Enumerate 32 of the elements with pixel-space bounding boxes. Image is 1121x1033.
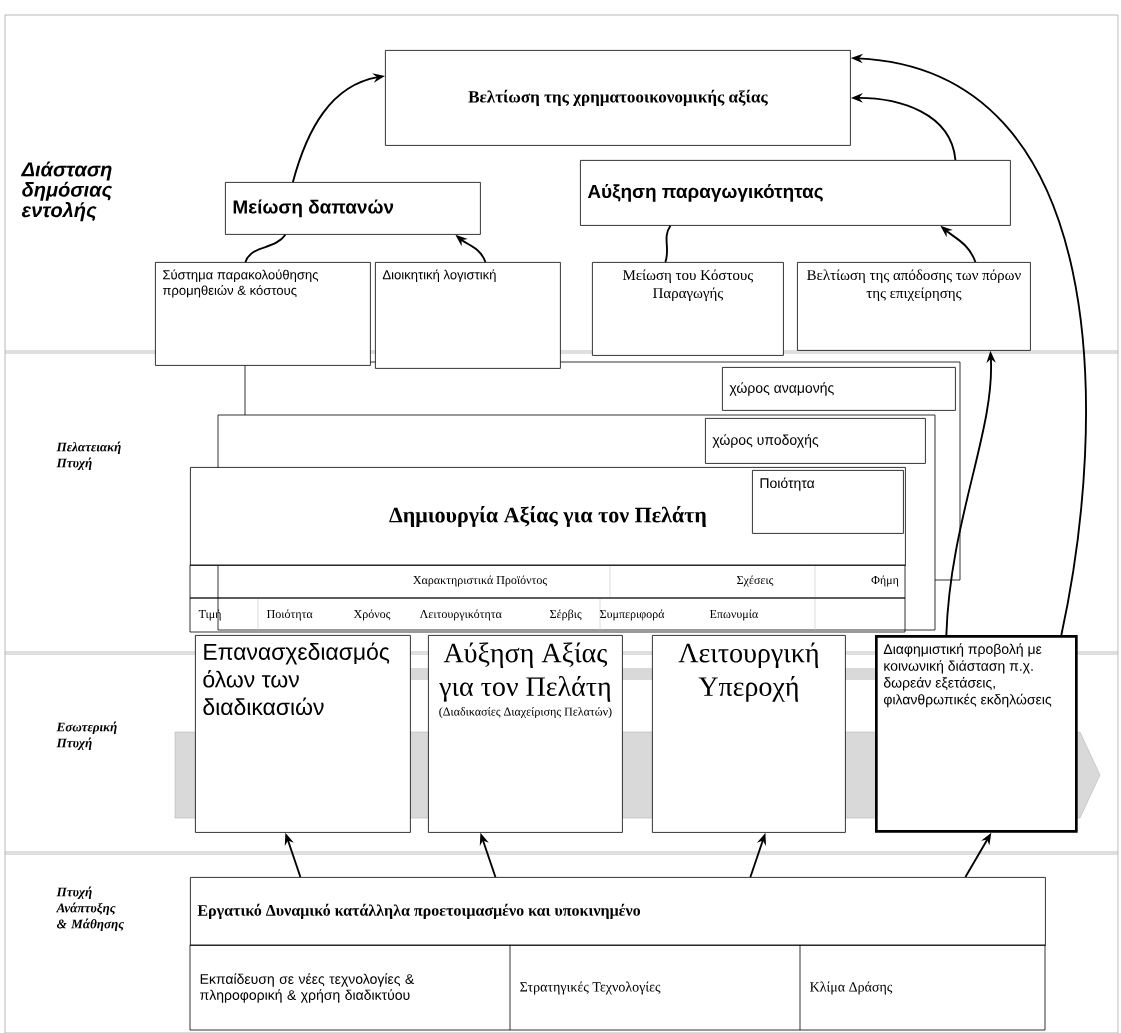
process-box: Μείωση του Κόστους Παραγωγής — [592, 262, 784, 356]
cell-label: Σχέσεις — [737, 575, 774, 587]
process-box: χώρος υποδοχής — [705, 418, 926, 464]
cell-label: Χαρακτηριστικά Προϊόντος — [413, 575, 547, 587]
cell-label: Σέρβις — [550, 609, 582, 621]
cell-label: Κλίμα Δράσης — [810, 981, 893, 995]
cell-label: Επωνυμία — [709, 609, 758, 621]
process-box: Σύστημα παρακολούθησης προμηθειών & κόστους — [155, 262, 371, 366]
process-box: χώρος αναμονής — [722, 367, 956, 411]
row-heading: Πελατειακή Πτυχή — [56, 441, 121, 471]
row-heading: Εσωτερική Πτυχή — [56, 721, 117, 751]
process-box: Λειτουργική Υπεροχή — [652, 635, 846, 833]
cell-label: Εκπαίδευση σε νέες τεχνολογίες & πληροφορική & χρήση διαδικτύου — [200, 973, 415, 1003]
row-heading: Πτυχή Ανάπτυξης & Μάθησης — [55, 886, 124, 932]
process-box: Ποιότητα — [752, 470, 904, 534]
process-box: Επανασχεδιασμός όλων των διαδικασιών — [195, 635, 411, 833]
process-box: Βελτίωση της απόδοσης των πόρων της επιχείρησης — [797, 262, 1031, 351]
goal-box: Βελτίωση της χρηματοοικονομικής αξίας — [385, 50, 851, 146]
process-box: Αύξηση Αξίας για τον Πελάτη (Διαδικασίες Διαχείρισης Πελατών) — [428, 635, 623, 833]
header-bar: Εργατικό Δυναμικό κατάλληλα προετοιμασμένο και υποκινημένο — [190, 877, 1046, 946]
process-box: Διαφημιστική προβολή με κοινωνική διάσταση π.χ. δωρεάν εξετάσεις, φιλανθρωπικές εκδηλώσεις — [875, 635, 1078, 833]
goal-box: Μείωση δαπανών — [225, 182, 481, 235]
cell-label: Λειτουργικότητα — [419, 609, 502, 621]
row-heading: Διάσταση δημόσιας εντολής — [21, 161, 113, 222]
cell-label: Χρόνος — [353, 609, 391, 621]
goal-box: Αύξηση παραγωγικότητας — [580, 160, 1011, 226]
process-box: Διοικητική λογιστική — [375, 262, 561, 369]
cell-label: Τιμή — [198, 609, 221, 621]
cell-label: Στρατηγικές Τεχνολογίες — [520, 981, 661, 995]
cell-label: Φήμη — [871, 575, 899, 587]
cell-label: Ποιότητα — [266, 609, 313, 621]
cell-label: Συμπεριφορά — [600, 609, 665, 621]
